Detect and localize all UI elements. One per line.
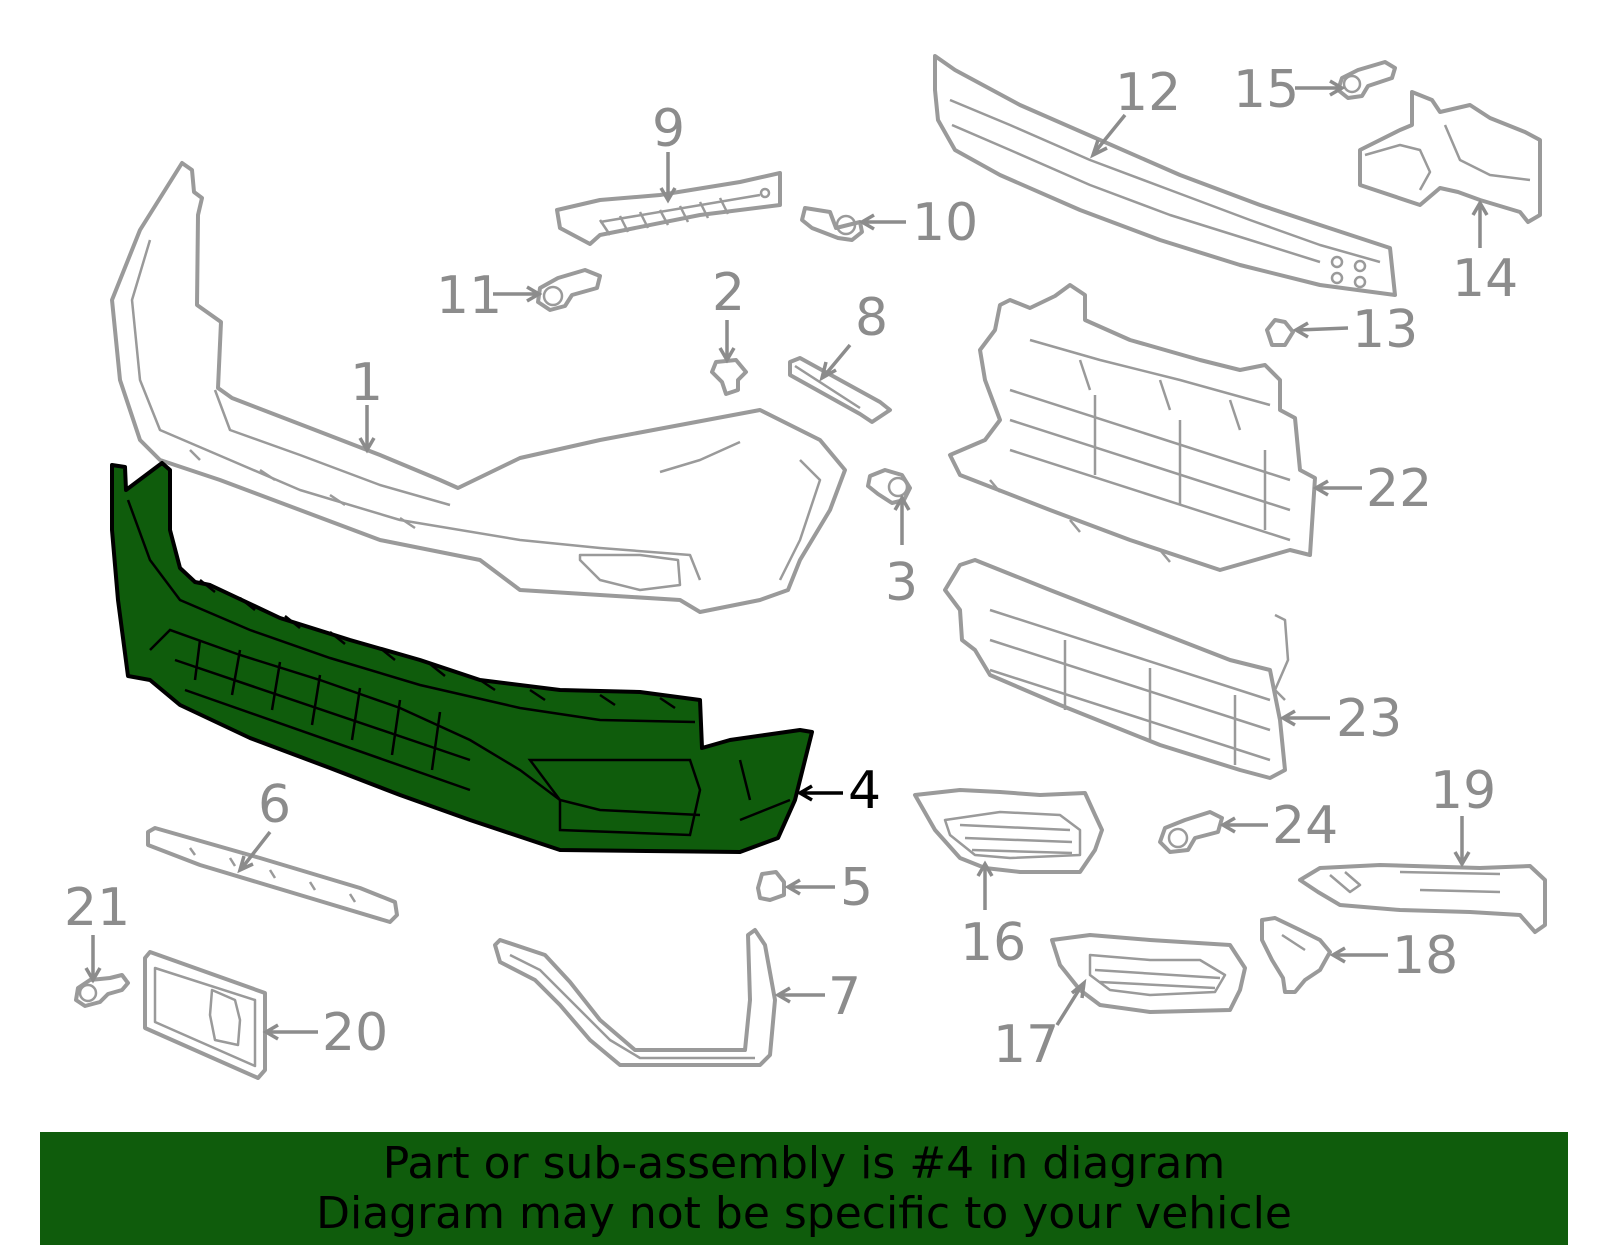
part-9-bracket bbox=[555, 171, 782, 246]
callout-21[interactable]: 21 bbox=[64, 878, 130, 938]
part-1-bumper-cover bbox=[110, 161, 847, 614]
part-11-bolt bbox=[536, 268, 602, 312]
part-24-bolt bbox=[1158, 810, 1224, 854]
callout-labels: 1 2 3 4 5 6 7 8 9 10 11 12 13 14 15 16 1… bbox=[64, 60, 1518, 1075]
part-14-bracket bbox=[1358, 90, 1542, 224]
callout-8[interactable]: 8 bbox=[855, 288, 888, 348]
callout-2[interactable]: 2 bbox=[712, 263, 745, 323]
part-2-clip bbox=[710, 358, 748, 396]
part-10-bolt bbox=[800, 206, 864, 242]
callout-11[interactable]: 11 bbox=[436, 266, 502, 326]
banner-line-1: Part or sub-assembly is #4 in diagram bbox=[382, 1137, 1226, 1189]
callout-6[interactable]: 6 bbox=[258, 775, 291, 835]
callout-3[interactable]: 3 bbox=[885, 553, 918, 613]
part-21-bolt bbox=[74, 973, 130, 1008]
callout-23[interactable]: 23 bbox=[1336, 689, 1402, 749]
part-18-bracket bbox=[1260, 916, 1332, 994]
part-19-garnish-molding bbox=[1298, 863, 1547, 934]
part-23-lower-shutter bbox=[943, 558, 1290, 780]
leader-lines bbox=[84, 79, 1489, 1041]
callout-13[interactable]: 13 bbox=[1352, 300, 1418, 360]
part-15-bolt bbox=[1336, 60, 1397, 100]
callout-1[interactable]: 1 bbox=[350, 353, 383, 413]
part-16-garnish bbox=[913, 788, 1104, 874]
part-20-license-bracket bbox=[143, 950, 267, 1080]
part-22-shutter-housing bbox=[948, 283, 1317, 572]
callout-22[interactable]: 22 bbox=[1366, 459, 1432, 519]
callout-10[interactable]: 10 bbox=[912, 193, 978, 253]
banner-line-2: Diagram may not be specific to your vehi… bbox=[316, 1187, 1292, 1239]
part-12-reinforcement bbox=[933, 54, 1397, 297]
parts-diagram: 1 2 3 4 5 6 7 8 9 10 11 12 13 14 15 16 1… bbox=[64, 54, 1547, 1080]
part-17-garnish bbox=[1050, 933, 1247, 1014]
callout-15[interactable]: 15 bbox=[1233, 60, 1299, 120]
callout-18[interactable]: 18 bbox=[1392, 926, 1458, 986]
callout-14[interactable]: 14 bbox=[1452, 249, 1518, 309]
callout-24[interactable]: 24 bbox=[1272, 796, 1338, 856]
part-8-bracket bbox=[788, 356, 892, 424]
part-7-lower-molding bbox=[493, 928, 777, 1067]
callout-7[interactable]: 7 bbox=[828, 967, 861, 1027]
callout-9[interactable]: 9 bbox=[652, 99, 685, 159]
part-5-clip bbox=[756, 870, 786, 902]
part-4-lower-grille-highlighted bbox=[110, 461, 814, 854]
callout-12[interactable]: 12 bbox=[1115, 63, 1181, 123]
callout-4[interactable]: 4 bbox=[848, 761, 881, 821]
info-banner: Part or sub-assembly is #4 in diagram Di… bbox=[40, 1132, 1568, 1245]
part-6-molding bbox=[146, 826, 399, 924]
part-13-clip bbox=[1265, 318, 1295, 347]
callout-20[interactable]: 20 bbox=[322, 1003, 388, 1063]
callout-17[interactable]: 17 bbox=[993, 1015, 1059, 1075]
callout-19[interactable]: 19 bbox=[1430, 761, 1496, 821]
callout-5[interactable]: 5 bbox=[840, 858, 873, 918]
callout-16[interactable]: 16 bbox=[960, 913, 1026, 973]
